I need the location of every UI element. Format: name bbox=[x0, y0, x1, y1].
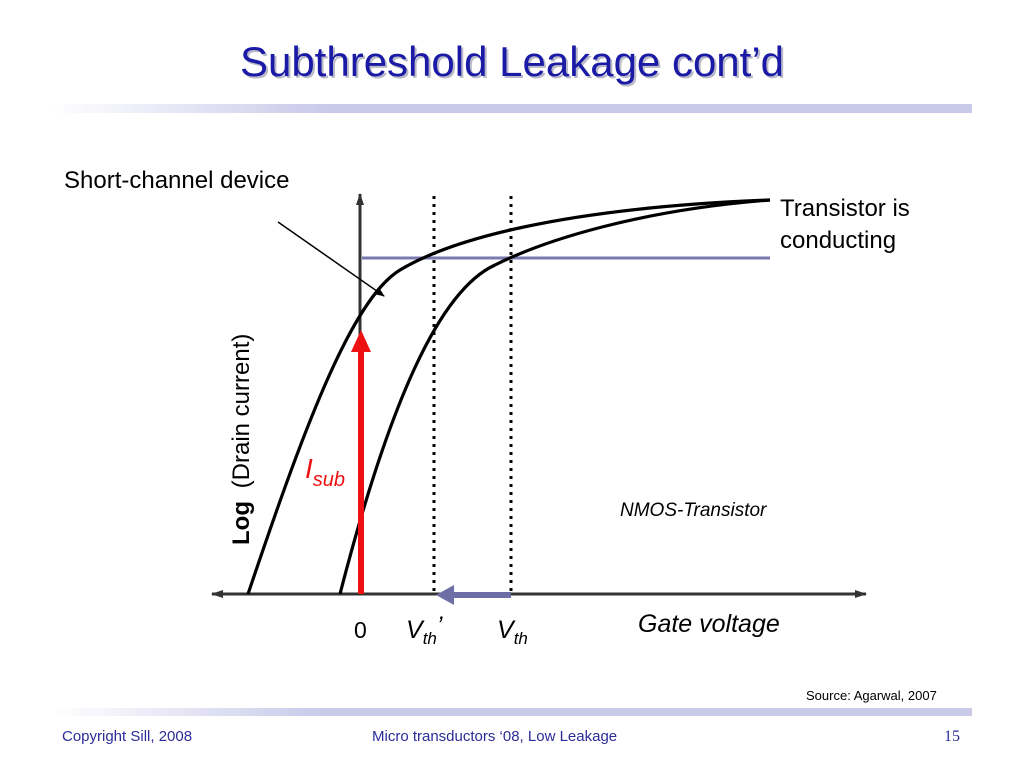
y-axis-label: Log (Drain current) bbox=[228, 334, 255, 545]
y-axis-label-rest: (Drain current) bbox=[228, 334, 255, 489]
vth-sub: th bbox=[514, 629, 528, 648]
svg-text:Log (Drain current): Log (Drain current) bbox=[228, 334, 255, 545]
isub-arrow-head bbox=[351, 330, 371, 352]
conducting-label-line2: conducting bbox=[780, 227, 896, 254]
vth-prime-sub: th bbox=[423, 629, 437, 648]
short-channel-curve bbox=[246, 198, 771, 595]
nmos-label: NMOS-Transistor bbox=[620, 500, 767, 521]
footer-course: Micro transductors ‘08, Low Leakage bbox=[372, 728, 618, 745]
slide-title: Subthreshold Leakage cont’d bbox=[239, 38, 785, 85]
page-number: 15 bbox=[944, 728, 960, 745]
vth-prime-mark: ’ bbox=[437, 612, 443, 640]
vth-prime-main: V bbox=[406, 616, 425, 644]
vth-label: Vth bbox=[497, 616, 528, 648]
footer-copyright: Copyright Sill, 2008 bbox=[62, 728, 193, 745]
isub-label-sub: sub bbox=[313, 469, 345, 491]
short-channel-pointer bbox=[277, 221, 385, 297]
y-axis-label-bold: Log bbox=[228, 501, 255, 545]
tick-zero-label: 0 bbox=[354, 617, 367, 643]
title-divider bbox=[52, 104, 972, 113]
short-channel-label: Short-channel device bbox=[64, 167, 289, 194]
long-channel-curve bbox=[338, 198, 771, 595]
vth-prime-label: Vth’ bbox=[406, 612, 443, 648]
footer-divider bbox=[52, 708, 972, 716]
isub-label: Isub bbox=[305, 453, 345, 491]
isub-label-main: I bbox=[305, 453, 313, 484]
source-citation: Source: Agarwal, 2007 bbox=[806, 688, 937, 703]
gate-voltage-label: Gate voltage bbox=[638, 610, 780, 638]
vth-shift-arrow-head bbox=[436, 585, 454, 605]
vth-main: V bbox=[497, 616, 516, 644]
conducting-label-line1: Transistor is bbox=[780, 195, 910, 222]
